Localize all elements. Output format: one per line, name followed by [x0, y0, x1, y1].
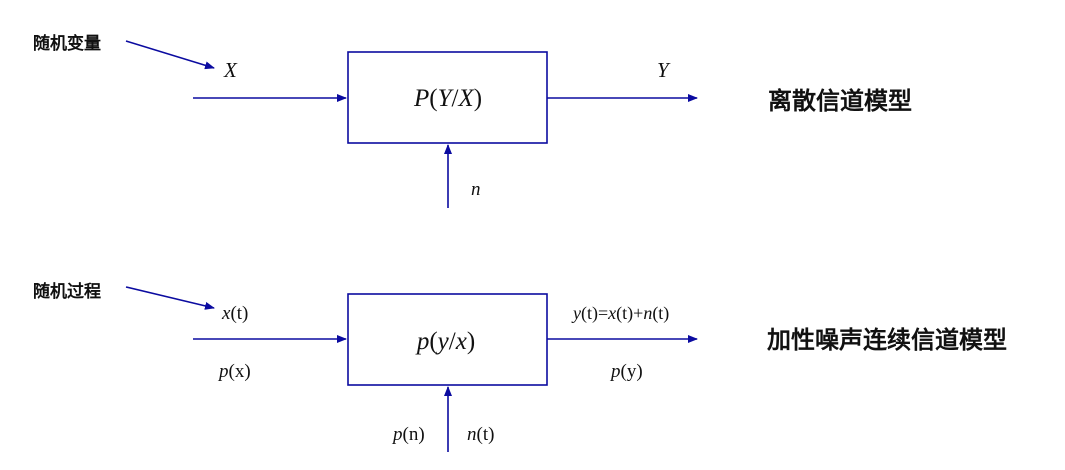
noise-pdf-label: p(n): [391, 424, 425, 445]
random-variable-annotation: 随机变量: [33, 33, 101, 54]
output-signal-equation: y(t)=x(t)+n(t): [571, 303, 669, 324]
noise-label-n: n: [471, 179, 481, 200]
output-pdf-label: p(y): [609, 361, 643, 382]
annotation-pointer-arrow: [125, 40, 215, 70]
input-signal-label: x(t): [221, 303, 248, 324]
discrete-channel-model: 随机变量 X P(Y/X) Y n 离散信道模型: [33, 33, 912, 208]
random-process-annotation: 随机过程: [33, 281, 101, 302]
output-label-y: Y: [657, 58, 671, 82]
discrete-model-title: 离散信道模型: [768, 87, 912, 115]
continuous-channel-model: 随机过程 x(t) p(x) p(y/x) y(t)=x(t)+n(t) p(y…: [33, 281, 1007, 452]
annotation-pointer-arrow: [125, 286, 215, 310]
input-label-x: X: [223, 58, 238, 82]
transition-probability-label: P(Y/X): [413, 85, 482, 112]
continuous-model-title: 加性噪声连续信道模型: [767, 326, 1007, 354]
noise-signal-label: n(t): [467, 424, 494, 445]
input-pdf-label: p(x): [217, 361, 251, 382]
conditional-pdf-label: p(y/x): [415, 328, 475, 355]
